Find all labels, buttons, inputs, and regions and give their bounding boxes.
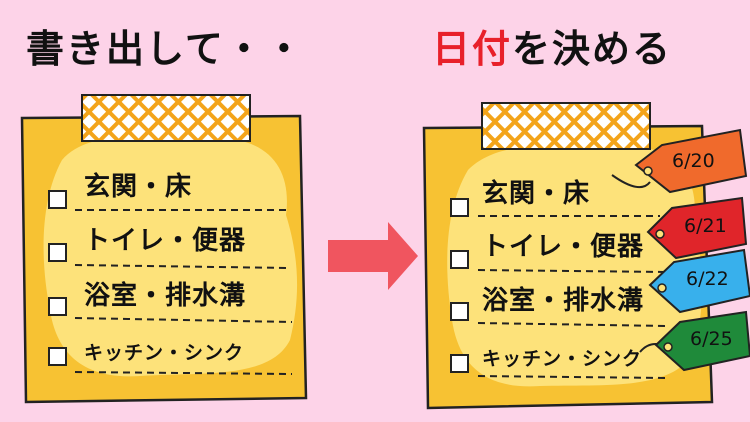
left-task-1: 玄関・床 bbox=[84, 172, 193, 202]
left-divider-3 bbox=[74, 317, 293, 323]
tag-1-shape bbox=[634, 128, 748, 194]
left-task-4: キッチン・シンク bbox=[84, 342, 245, 364]
right-note-tape bbox=[481, 102, 651, 150]
tag-3-date: 6/22 bbox=[686, 268, 729, 290]
tag-4-shape bbox=[654, 310, 750, 372]
tag-3 bbox=[648, 248, 750, 314]
left-task-3: 浴室・排水溝 bbox=[84, 281, 247, 311]
left-task-2: トイレ・便器 bbox=[84, 226, 247, 256]
arrow-icon bbox=[328, 222, 418, 290]
right-heading: 日付を決める bbox=[432, 18, 672, 73]
left-checkbox-3[interactable] bbox=[48, 297, 67, 316]
left-checkbox-1[interactable] bbox=[48, 190, 67, 209]
right-checkbox-1[interactable] bbox=[450, 198, 469, 217]
left-note bbox=[20, 94, 308, 404]
tag-2 bbox=[646, 196, 748, 260]
right-checkbox-4[interactable] bbox=[450, 354, 469, 373]
tag-4-date: 6/25 bbox=[690, 328, 733, 350]
tag-3-shape bbox=[648, 248, 750, 314]
right-heading-accent: 日付 bbox=[432, 27, 513, 71]
right-divider-3 bbox=[477, 322, 669, 327]
tag-1-date: 6/20 bbox=[672, 150, 715, 172]
right-checkbox-3[interactable] bbox=[450, 302, 469, 321]
right-note bbox=[422, 102, 714, 410]
right-task-4: キッチン・シンク bbox=[482, 348, 643, 370]
right-task-1: 玄関・床 bbox=[482, 179, 591, 209]
tag-1 bbox=[611, 128, 748, 194]
tag-2-date: 6/21 bbox=[684, 215, 727, 237]
right-checkbox-2[interactable] bbox=[450, 250, 469, 269]
tag-4 bbox=[639, 310, 750, 372]
left-note-tape bbox=[81, 94, 251, 142]
left-checkbox-2[interactable] bbox=[48, 243, 67, 262]
right-task-2: トイレ・便器 bbox=[482, 232, 645, 262]
tag-2-shape bbox=[646, 196, 748, 260]
right-heading-rest: を決める bbox=[512, 27, 673, 71]
left-divider-4 bbox=[74, 371, 293, 375]
left-note-highlight bbox=[43, 136, 298, 377]
right-task-3: 浴室・排水溝 bbox=[482, 286, 645, 316]
left-heading: 書き出して・・ bbox=[26, 27, 305, 71]
right-divider-4 bbox=[477, 375, 669, 379]
left-checkbox-4[interactable] bbox=[48, 347, 67, 366]
